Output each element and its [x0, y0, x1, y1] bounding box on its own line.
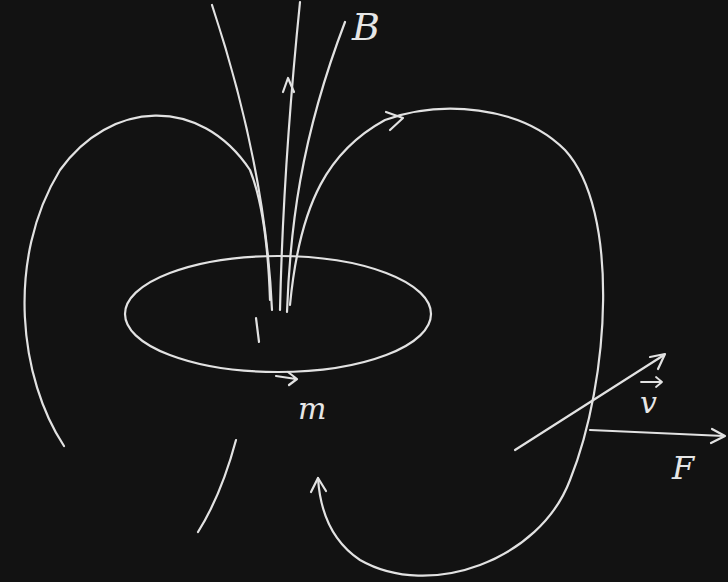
- field-line: [198, 440, 236, 532]
- moment-label: m: [298, 394, 326, 424]
- force-vector: [590, 430, 724, 436]
- current-arrow: [276, 372, 297, 385]
- field-line: [290, 109, 603, 576]
- velocity-arrowhead: [650, 354, 665, 369]
- loop-mark: [256, 318, 259, 342]
- velocity-label: v: [640, 388, 657, 418]
- force-label: F: [672, 452, 694, 484]
- field-line: [25, 116, 270, 446]
- force-arrowhead: [711, 429, 725, 443]
- velocity-vector: [515, 355, 664, 450]
- vector-accent: [641, 377, 662, 387]
- field-arrow: [386, 112, 403, 130]
- field-arrow: [311, 478, 326, 492]
- field-arrow: [283, 78, 294, 92]
- current-loop: [125, 256, 431, 372]
- field-label: B: [352, 8, 380, 46]
